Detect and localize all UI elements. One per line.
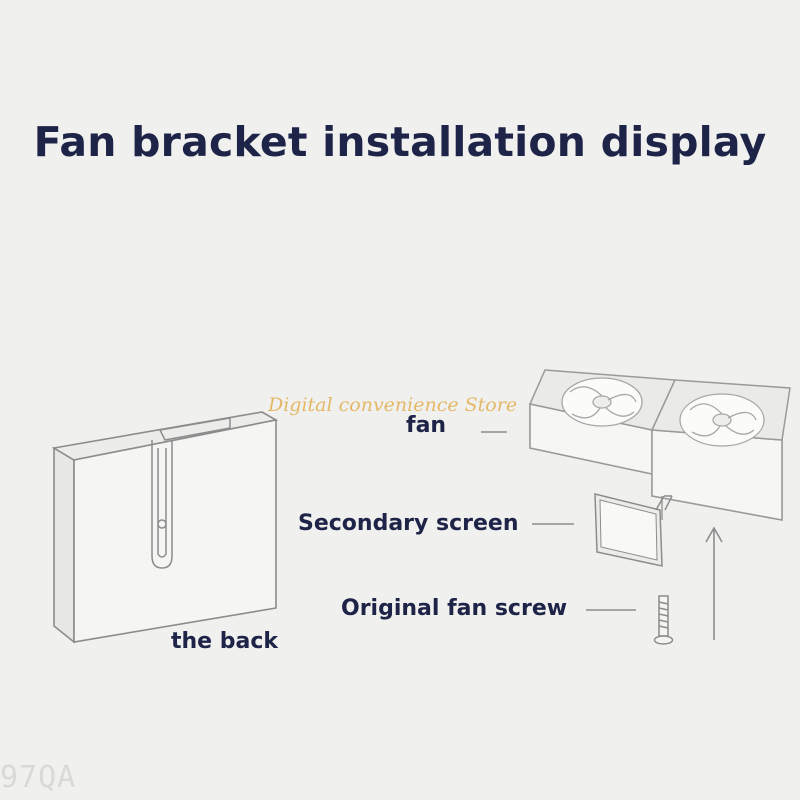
- page-title: Fan bracket installation display: [33, 118, 767, 166]
- fan-screw-part: [653, 595, 674, 645]
- store-watermark: Digital convenience Store: [268, 394, 518, 416]
- corner-watermark-code: 97QA: [0, 760, 77, 795]
- secondary-screen-label: Secondary screen: [298, 511, 519, 536]
- case-back-panel: [51, 411, 279, 644]
- fan-blades-left: [561, 377, 643, 427]
- the-back-label: the back: [171, 629, 279, 654]
- leader-lines: [481, 431, 636, 611]
- original-fan-screw-label: Original fan screw: [341, 596, 568, 621]
- fan-label: fan: [406, 413, 447, 438]
- secondary-screen-part: [594, 493, 673, 567]
- fan-bracket: [151, 417, 231, 569]
- fan-blades-right: [679, 393, 765, 447]
- up-arrow-icon: [705, 526, 723, 640]
